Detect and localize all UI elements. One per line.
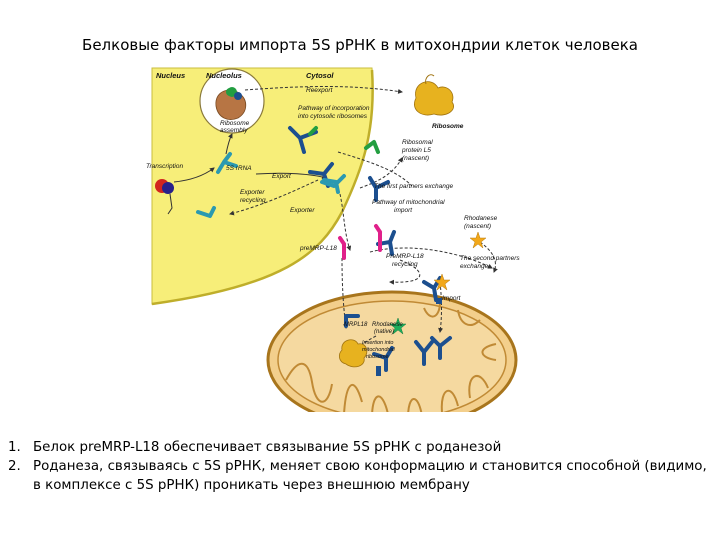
mito-import-arrow [339,193,352,251]
second-exchange-arrow [369,247,493,269]
dna-template [155,179,174,215]
label-ribosome-assembly-2: assembly [220,127,248,134]
label-pathway-mito-1: Pathway of mitochondrial [372,199,445,206]
label-pre-mrp-l18-recycling-2: recycling [392,261,418,268]
label-pathway-cyto-2: into cytosolic ribosomes [298,113,368,120]
rrna-5s-mito-free [414,340,434,366]
label-exporter: Exporter [290,207,315,214]
ribosomal-protein-l5 [364,140,380,154]
cytosolic-ribosome [414,81,454,116]
rhodanese-to-import-arrow [479,241,498,273]
export-arrow [255,172,327,180]
rrna-5s-cytosol [320,174,346,188]
label-import: Import [442,295,462,302]
label-exporter-recycling-1: Exporter [240,189,265,196]
label-ribosomal-protein-3: (nascent) [402,155,429,162]
pre-mrp-l18-complex [374,224,382,252]
rhodanese-nascent-star [469,231,487,249]
label-pathway-cyto-1: Pathway of incorporation [298,105,370,112]
label-transcription: Transcription [146,163,183,170]
label-nucleus: Nucleus [156,71,185,80]
label-rhodanese-nascent-2: (nascent) [464,223,491,230]
note-number: 1. [8,440,21,455]
first-exchange-arrow [359,157,403,189]
label-rrna-5s: 5S rRNA [226,165,252,172]
label-pathway-mito-2: import [394,207,413,214]
label-insertion-1: Insertion into [362,340,394,346]
rrna-5s-nascent [216,152,238,174]
rhodanese-native-star [389,317,407,335]
mitochondrial-ribosome [338,339,368,368]
mitochondrion [266,290,518,412]
mito-import-factor [376,366,381,376]
label-pre-mrp-l18: preMRP-L18 [299,245,337,252]
transcription-arrow [173,167,215,183]
note-number: 2. [8,459,21,474]
exporter-recycling-arrow [229,179,319,216]
rhodanese-bound-star [433,273,451,291]
note-text: Роданеза, связываясь с 5S рРНК, меняет с… [33,459,707,493]
pre-mrp-l18-protein [338,236,346,260]
mito-rrna-bound [372,346,394,372]
nuclear-envelope [151,69,374,306]
notes-list: 1. Белок preMRP-L18 обеспечивает связыва… [8,438,716,495]
import-arrow [438,281,444,333]
rrna-5s-matrix [430,336,452,360]
rrna-5s-rhodanese [422,276,442,302]
label-second-exchange-1: The second partners [460,255,520,262]
label-ribosomal-protein-1: Ribosomal [402,139,433,146]
rrna-5s-pathway [368,176,390,202]
label-second-exchange-2: exchange [460,263,489,270]
label-exporter-recycling-2: recycling [240,197,266,204]
note-item: 1. Белок preMRP-L18 обеспечивает связыва… [8,438,716,457]
assembly-arrow [225,133,233,155]
label-rhodanese-native-2: (native) [374,329,394,335]
mitochondrial-import-diagram: Nucleus Nucleolus Cytosol Ribosome assem… [146,67,520,412]
label-rhodanese-native-1: Rhodanese [372,322,403,328]
label-insertion-3: ribosome [366,354,389,360]
label-insertion-2: mitochondrial [362,347,395,353]
label-reexport: Reexport [306,87,334,94]
label-mrpl18: MRPL18 [344,322,368,328]
slide-title: Белковые факторы импорта 5S рРНК в митох… [82,36,638,54]
label-pre-mrp-l18-recycling-1: PreMRP-L18 [386,253,424,260]
mrpl18-protein [344,314,360,328]
pre-mrp-l18-recycling-arrow [389,259,421,285]
note-text: Белок preMRP-L18 обеспечивает связывание… [33,440,502,455]
label-ribosome-assembly-1: Ribosome [220,120,250,127]
label-first-exchange: The first partners exchange [374,183,454,190]
label-ribosomal-protein-2: protein L5 [401,147,431,154]
rrna-5s-import-marker [436,298,442,304]
nascent-pathway-arrow [337,151,413,187]
label-export: Export [272,173,292,180]
note-item: 2. Роданеза, связываясь с 5S рРНК, меняе… [8,457,716,495]
label-ribosome: Ribosome [432,123,464,130]
label-cytosol: Cytosol [306,71,334,80]
exporter-free [196,206,216,218]
label-nucleolus: Nucleolus [206,71,242,80]
ribosomal-protein-l5-bound [308,126,318,136]
label-rhodanese-nascent-1: Rhodanese [464,215,498,222]
cristae [285,301,497,412]
